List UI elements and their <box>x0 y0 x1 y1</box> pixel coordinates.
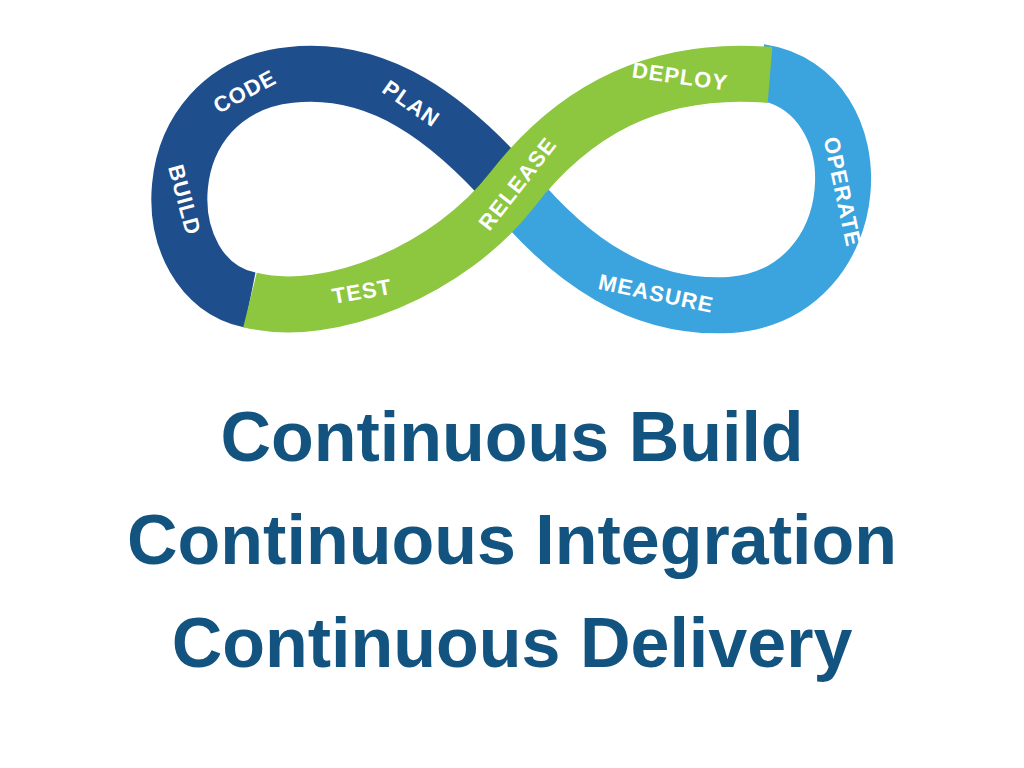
heading-line: Continuous Build <box>0 399 1024 476</box>
green-band <box>250 74 770 305</box>
heading-line: Continuous Integration <box>0 502 1024 579</box>
heading-line: Continuous Delivery <box>0 605 1024 682</box>
